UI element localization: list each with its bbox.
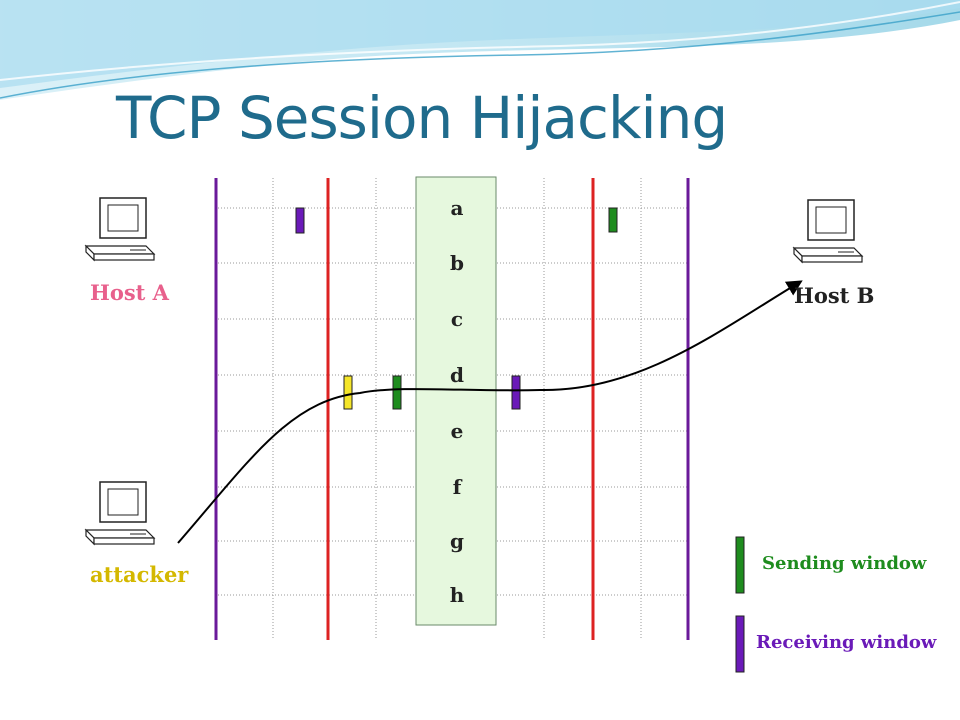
buffer-letter: b: [450, 251, 464, 275]
buffer-letter: c: [451, 307, 463, 331]
hijack-path-arrow: [177, 280, 803, 544]
buffer-letter: h: [450, 583, 465, 607]
host-b-computer-icon: [792, 199, 864, 264]
legend-sending-swatch: [735, 536, 745, 594]
header-waves: [0, 0, 960, 100]
legend-receiving-label: Receiving window: [756, 632, 937, 653]
byte-buffer: [415, 176, 497, 626]
attacker-window: [343, 375, 353, 410]
buffer-letter: e: [451, 419, 464, 443]
attacker-computer-icon: [84, 481, 156, 546]
host-a-computer-icon: [84, 197, 156, 262]
buffer-letter: f: [453, 475, 463, 499]
host-a-label: Host A: [90, 280, 169, 305]
host-a-receiving-window: [295, 207, 305, 234]
buffer-letter: d: [450, 363, 464, 387]
spoofed-sending-window: [392, 375, 402, 410]
host-b-label: Host B: [794, 283, 875, 308]
host-b-sending-window: [608, 207, 618, 233]
buffer-letters: a b c d e f g h: [450, 196, 465, 607]
host-b-receiving-window: [511, 375, 521, 410]
attacker-label: attacker: [90, 562, 189, 587]
legend-receiving-swatch: [735, 615, 745, 673]
page-title: TCP Session Hijacking: [116, 84, 728, 152]
legend-sending-label: Sending window: [762, 553, 927, 574]
buffer-letter: a: [451, 196, 464, 220]
buffer-letter: g: [450, 529, 464, 553]
